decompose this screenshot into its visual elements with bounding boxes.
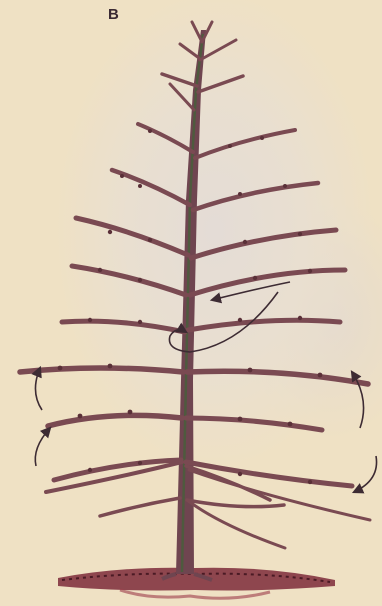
tree-trunk	[162, 30, 212, 580]
soil-mound	[58, 568, 335, 599]
arrow-left-lower	[35, 428, 50, 466]
bending-arrows	[35, 282, 376, 492]
arrow-right-lower	[354, 456, 377, 492]
arrow-left-upper	[35, 368, 42, 410]
